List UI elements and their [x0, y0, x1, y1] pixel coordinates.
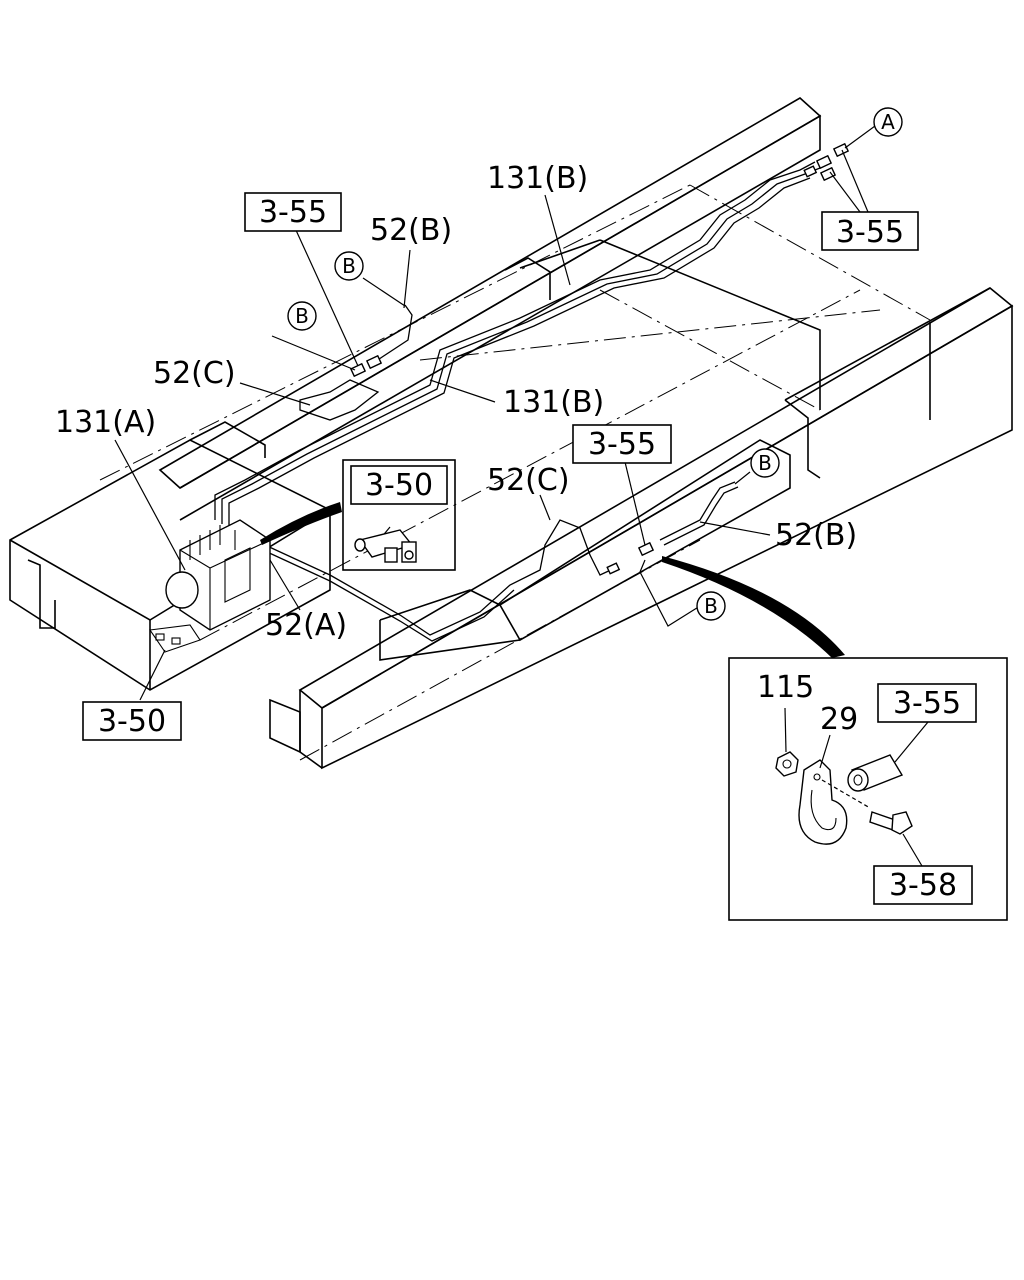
label-52b-top: 52(B) — [370, 213, 452, 248]
abs-modulator — [149, 519, 271, 653]
svg-text:B: B — [704, 594, 718, 618]
svg-text:B: B — [342, 254, 356, 278]
inset-valve: 3-50 — [342, 459, 456, 571]
label-52c-left: 52(C) — [153, 356, 236, 391]
ref-box-3-55-detail[interactable]: 3-55 — [877, 683, 977, 723]
ref-box-3-55-center[interactable]: 3-55 — [572, 424, 672, 464]
circle-b-marker[interactable]: B — [334, 251, 364, 281]
label-131a: 131(A) — [55, 405, 156, 440]
fittings — [349, 142, 850, 575]
centerlines — [99, 184, 931, 761]
ref-box-3-50-bottom[interactable]: 3-50 — [82, 701, 182, 741]
ref-box-3-55-top-left[interactable]: 3-55 — [244, 192, 342, 232]
circle-b-marker[interactable]: B — [750, 448, 780, 478]
detail-pointers — [260, 502, 845, 658]
svg-text:3-55: 3-55 — [836, 215, 904, 250]
label-131b-mid: 131(B) — [503, 385, 604, 420]
ref-box-3-58-detail[interactable]: 3-58 — [873, 865, 973, 905]
ref-box-3-50-inset[interactable] — [350, 465, 448, 505]
svg-text:B: B — [758, 451, 772, 475]
svg-text:A: A — [881, 110, 895, 134]
svg-text:3-55: 3-55 — [259, 195, 327, 230]
bolt-3-58 — [869, 811, 913, 835]
spacer-3-55 — [847, 754, 904, 792]
clip-29 — [798, 759, 848, 845]
circle-b-marker[interactable]: B — [696, 591, 726, 621]
ref-3-50-inset-label: 3-50 — [365, 468, 433, 503]
svg-text:3-55: 3-55 — [588, 427, 656, 462]
svg-text:3-55: 3-55 — [893, 686, 961, 721]
label-115: 115 — [757, 670, 814, 705]
brake-pipes — [214, 161, 821, 642]
label-52a: 52(A) — [265, 608, 347, 643]
leader-lines — [114, 125, 876, 701]
detail-clip-box: 115 29 3-55 3-58 — [728, 657, 1008, 921]
nut-115 — [775, 751, 799, 777]
label-52b-right: 52(B) — [775, 518, 857, 553]
label-29: 29 — [820, 702, 858, 737]
svg-text:B: B — [295, 304, 309, 328]
svg-text:3-58: 3-58 — [889, 868, 957, 903]
label-52c-center: 52(C) — [487, 463, 570, 498]
circle-a-marker[interactable]: A — [873, 107, 903, 137]
svg-text:3-50: 3-50 — [98, 704, 166, 739]
label-131b-top: 131(B) — [487, 161, 588, 196]
ref-box-3-55-top-right[interactable]: 3-55 — [821, 211, 919, 251]
circle-b-marker[interactable]: B — [287, 301, 317, 331]
